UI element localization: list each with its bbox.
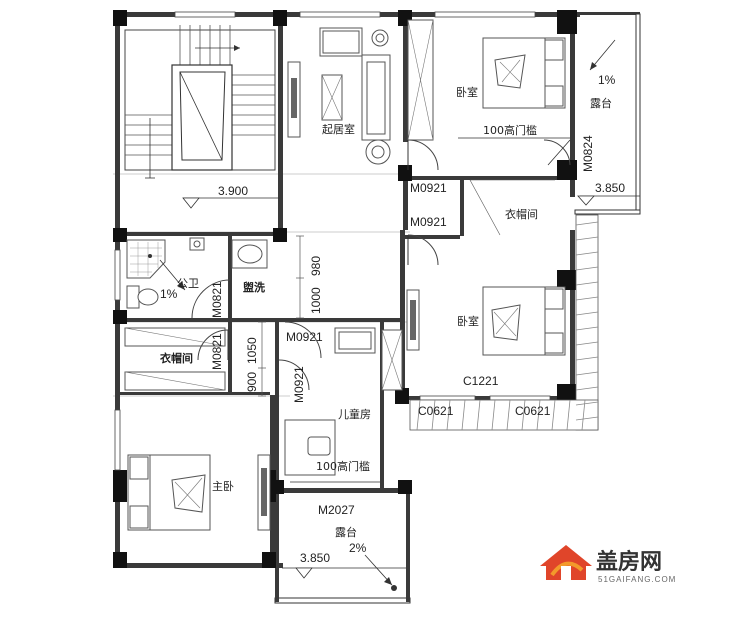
bath-fixtures [126, 235, 304, 319]
logo-name: 盖房网 [596, 549, 662, 575]
north-bedroom-furniture [407, 19, 570, 171]
label-kids-room: 儿童房 [338, 407, 371, 421]
label-window-c1221: C1221 [463, 374, 499, 388]
south-terrace [282, 554, 406, 591]
label-dim-1050: 1050 [245, 337, 259, 364]
label-level-terrace-east: 3.850 [595, 181, 625, 195]
label-terrace-south: 露台 [335, 525, 357, 539]
label-door-m0821-a: M0821 [210, 281, 224, 318]
label-slope-terrace-south: 2% [349, 541, 367, 555]
master-furniture [124, 327, 271, 531]
label-door-m0921-c: M0921 [286, 330, 323, 344]
label-closet-east: 衣帽间 [505, 207, 538, 221]
east-bedroom-furniture [406, 179, 566, 356]
label-level-terrace-south: 3.850 [300, 551, 330, 565]
label-slope-terrace-east: 1% [598, 73, 616, 87]
label-window-c0621-b: C0621 [515, 404, 551, 418]
columns [113, 10, 577, 568]
label-dim-1000: 1000 [309, 287, 323, 314]
kids-room-furniture [258, 321, 403, 483]
east-terrace [409, 39, 640, 431]
label-window-c0621-a: C0621 [418, 404, 454, 418]
living-furniture [287, 27, 391, 165]
label-bedroom-north: 卧室 [456, 85, 478, 99]
label-door-m2027: M2027 [318, 503, 355, 517]
label-dim-980: 980 [309, 256, 323, 276]
label-door-m0824: M0824 [581, 135, 595, 172]
label-slope-bath: 1% [160, 287, 178, 301]
label-sill-north: 100高门槛 [483, 123, 537, 137]
label-public-bath: 公卫 [177, 277, 199, 290]
label-terrace-east: 露台 [590, 96, 612, 110]
label-door-m0921-b: M0921 [410, 215, 447, 229]
label-master: 主卧 [212, 480, 234, 493]
site-logo: 盖房网 51GAIFANG.COM [540, 545, 676, 584]
logo-url: 51GAIFANG.COM [598, 575, 676, 584]
label-door-m0921-d: M0921 [292, 366, 306, 403]
label-level-stair: 3.900 [218, 184, 248, 198]
label-closet-west: 衣帽间 [160, 351, 193, 365]
windows [114, 11, 551, 471]
label-sill-kids: 100高门槛 [316, 459, 370, 473]
roof-tile-hatch [416, 221, 599, 431]
label-living: 起居室 [322, 122, 355, 136]
stair [124, 25, 280, 209]
label-door-m0921-a: M0921 [410, 181, 447, 195]
label-dim-900: 900 [245, 372, 259, 392]
label-bedroom-east: 卧室 [457, 314, 479, 328]
label-wash: 盥洗 [243, 280, 265, 294]
house-logo-icon [540, 545, 592, 580]
label-door-m0821-b: M0821 [210, 333, 224, 370]
